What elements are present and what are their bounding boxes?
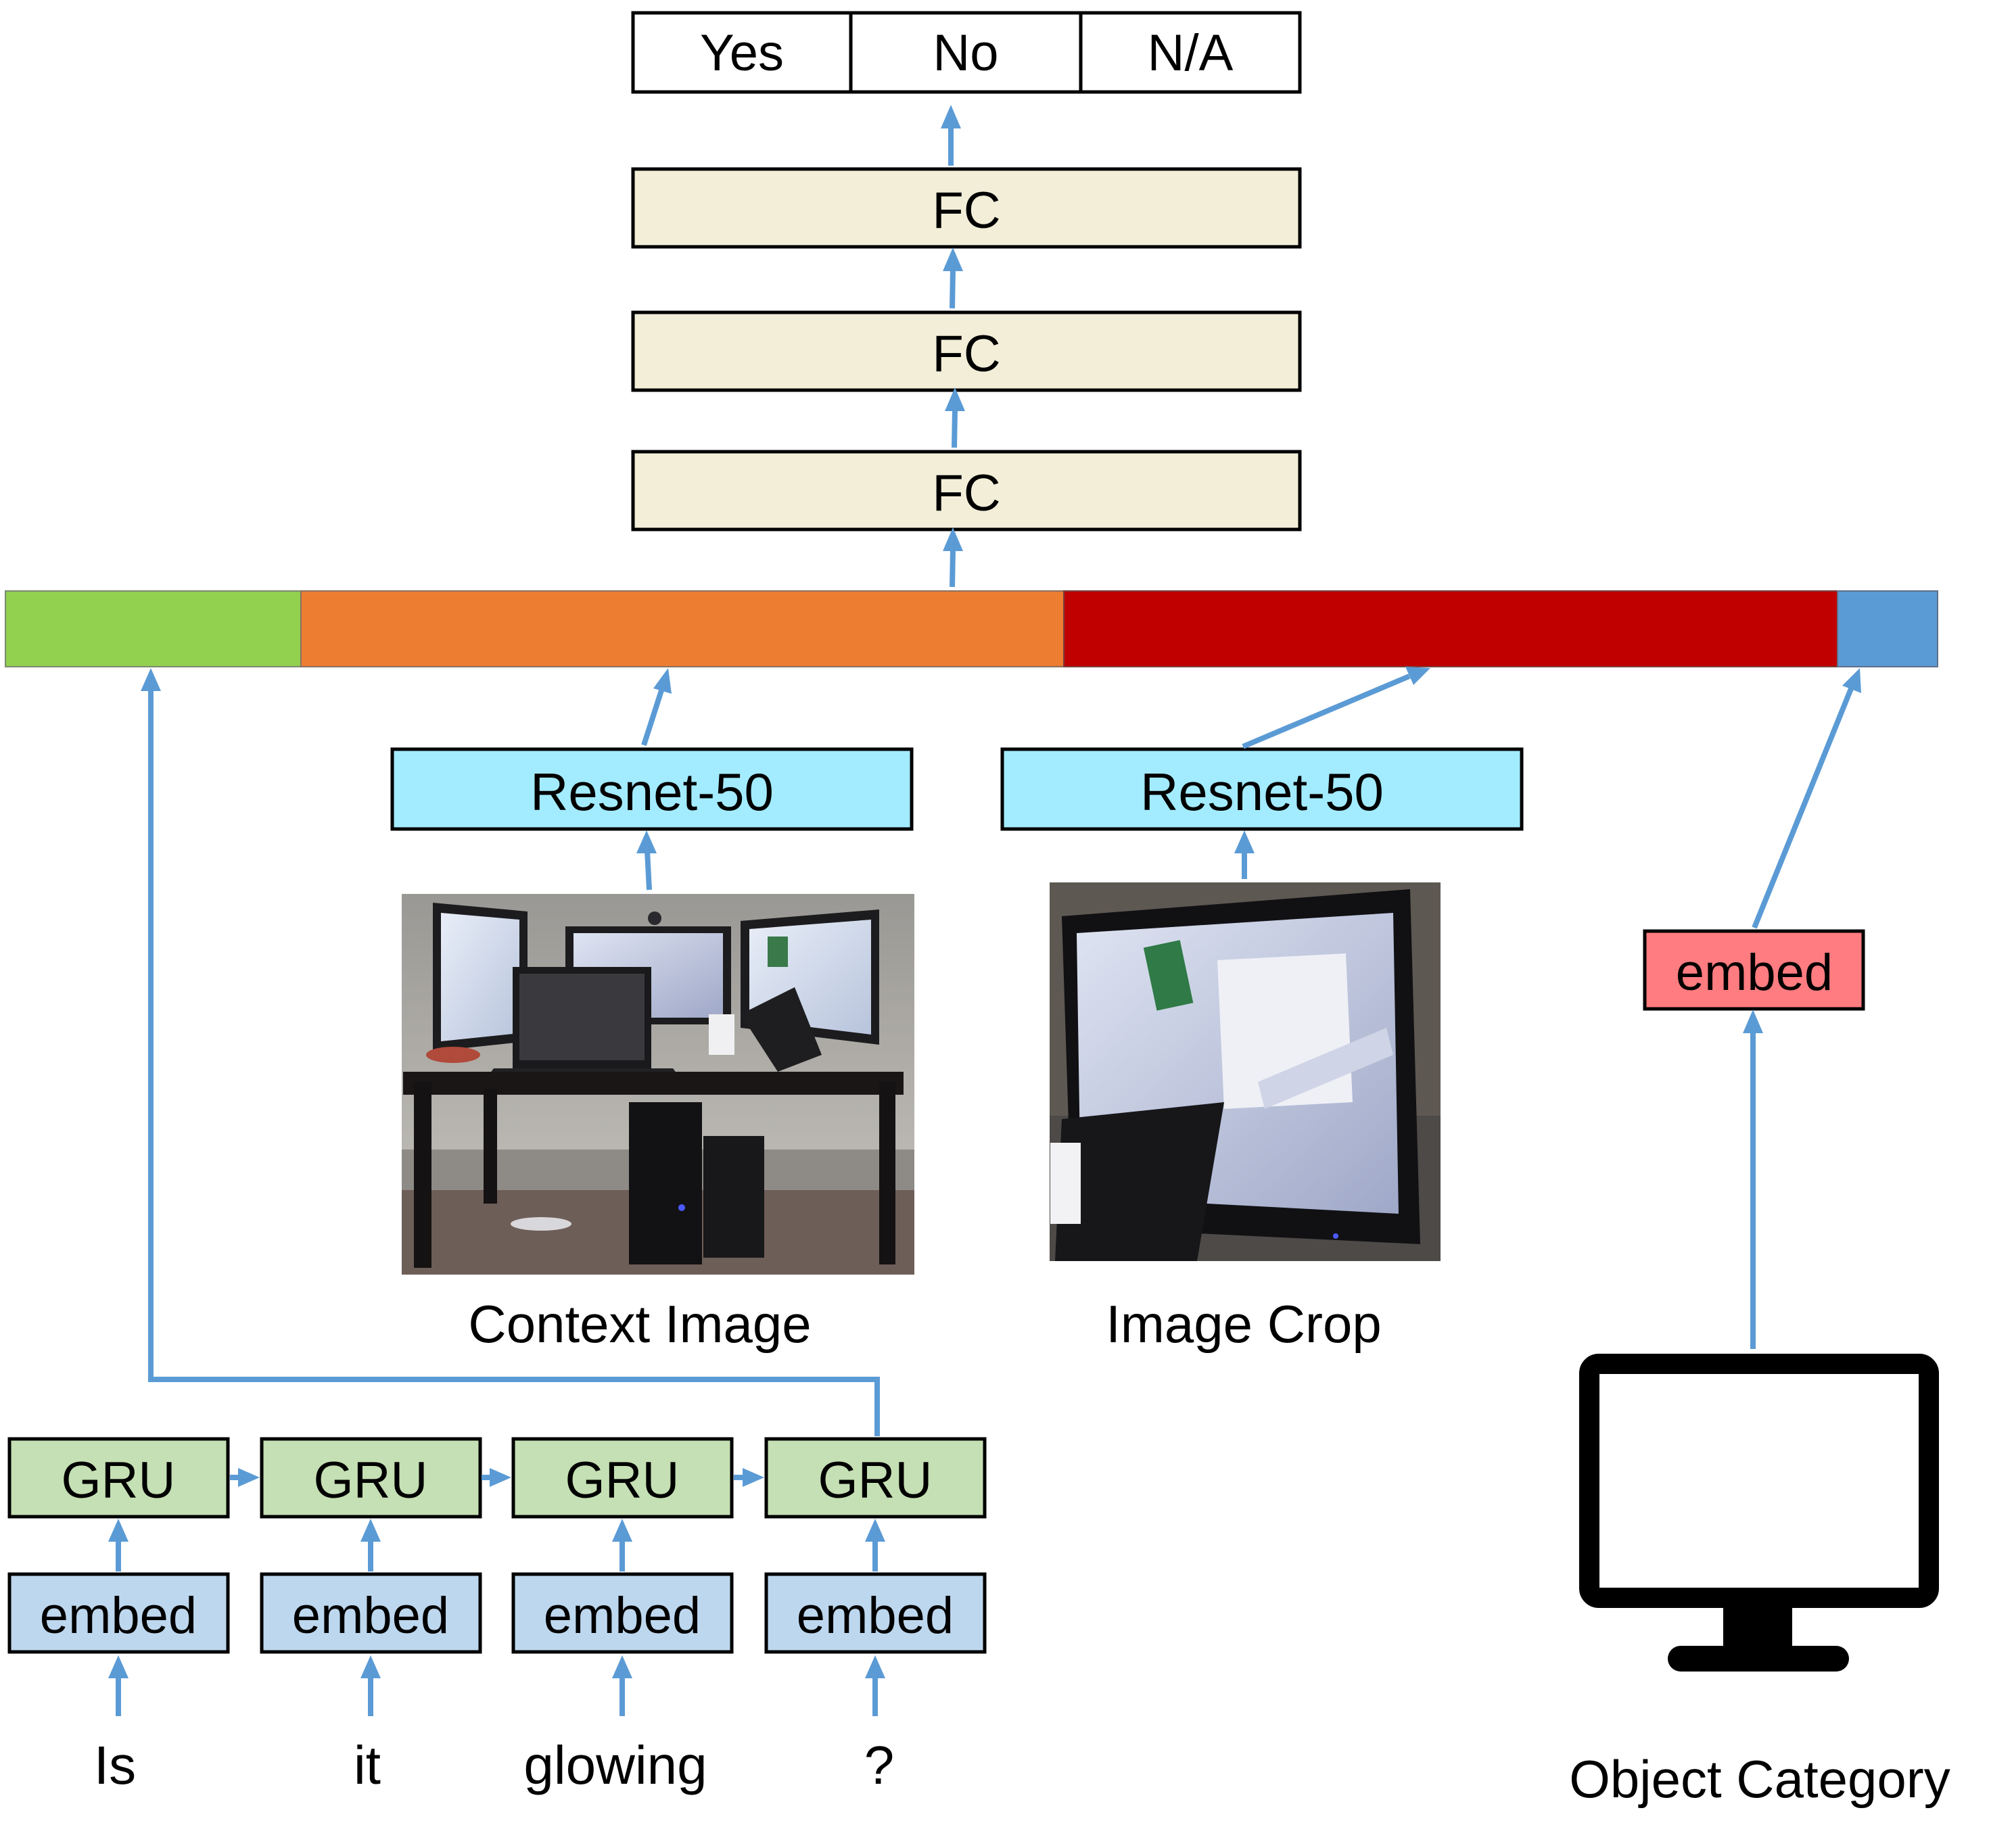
arrow-context-image-to-resnet	[645, 850, 652, 891]
resnet-crop-label: Resnet-50	[1140, 762, 1384, 822]
category-feature-segment	[1837, 590, 1938, 667]
arrow-vector-to-fc	[950, 548, 956, 588]
image-crop	[1050, 882, 1441, 1261]
context-feature-segment	[300, 590, 1064, 667]
context-image	[402, 894, 914, 1275]
answer-no-label: No	[933, 24, 998, 82]
gru-cell-1	[7, 1437, 230, 1519]
fc-layer-bottom-label: FC	[932, 465, 1000, 522]
monitor-icon	[1579, 1354, 1939, 1672]
word-embed-4	[764, 1572, 987, 1654]
context-image-caption: Context Image	[468, 1294, 811, 1354]
word-embed-2-label: embed	[292, 1587, 449, 1644]
word-token-1: Is	[94, 1735, 136, 1795]
gru-cell-2-label: GRU	[314, 1452, 428, 1509]
arrow-fc-to-fc-upper	[950, 268, 956, 309]
concatenated-feature-vector	[5, 590, 1938, 667]
word-token-2: it	[354, 1735, 381, 1795]
gru-cell-2	[260, 1437, 482, 1519]
answer-yes-label: Yes	[700, 24, 784, 82]
fc-layer-middle-label: FC	[932, 325, 1000, 383]
gru-row: GRU GRU GRU GRU	[7, 1437, 987, 1519]
word-token-4: ?	[864, 1735, 895, 1795]
arrow-resnet-crop-to-vector	[1242, 673, 1411, 749]
gru-cell-4	[764, 1437, 987, 1519]
answer-na-box	[1079, 11, 1302, 94]
resnet-crop-box	[1000, 747, 1524, 831]
gru-cell-3-label: GRU	[565, 1452, 680, 1509]
arrow-gru-to-vector	[148, 688, 880, 1436]
category-embed-box	[1643, 929, 1865, 1011]
gru-cell-1-label: GRU	[62, 1452, 176, 1509]
resnet-crop: Resnet-50	[1000, 747, 1524, 831]
category-embed-label: embed	[1676, 944, 1833, 1001]
arrows	[108, 105, 1861, 1716]
word-token-3: glowing	[523, 1735, 707, 1795]
question-feature-segment	[5, 590, 302, 667]
question-words: Is it glowing ?	[94, 1735, 894, 1795]
resnet-context: Resnet-50	[390, 747, 914, 831]
resnet-context-box	[390, 747, 914, 831]
image-crop-caption: Image Crop	[1106, 1294, 1382, 1354]
answer-yes-box	[631, 11, 853, 94]
word-embed-1	[7, 1572, 230, 1654]
word-embed-row: embed embed embed embed	[7, 1572, 987, 1654]
fc-layer-top	[631, 167, 1302, 249]
gru-cell-3	[511, 1437, 734, 1519]
fc-layer-bottom	[631, 450, 1302, 531]
resnet-context-label: Resnet-50	[530, 762, 774, 822]
arrow-category-embed-to-vector	[1752, 686, 1854, 929]
gru-cell-4-label: GRU	[818, 1452, 933, 1509]
category-embed: embed	[1643, 929, 1865, 1011]
answer-na-label: N/A	[1148, 24, 1234, 82]
fc-stack: FC FC FC	[631, 167, 1302, 531]
crop-feature-segment	[1063, 590, 1838, 667]
word-embed-1-label: embed	[40, 1587, 197, 1644]
fc-layer-middle	[631, 310, 1302, 392]
arrow-fc-to-fc-lower	[952, 408, 958, 448]
word-embed-3	[511, 1572, 734, 1654]
output-answers: Yes No N/A	[631, 11, 1302, 94]
word-embed-2	[260, 1572, 482, 1654]
answer-no-box	[849, 11, 1083, 94]
word-embed-4-label: embed	[797, 1587, 954, 1644]
object-category-caption: Object Category	[1569, 1749, 1950, 1809]
fc-layer-top-label: FC	[932, 182, 1000, 239]
word-embed-3-label: embed	[544, 1587, 701, 1644]
arrow-resnet-context-to-vector	[641, 687, 665, 747]
